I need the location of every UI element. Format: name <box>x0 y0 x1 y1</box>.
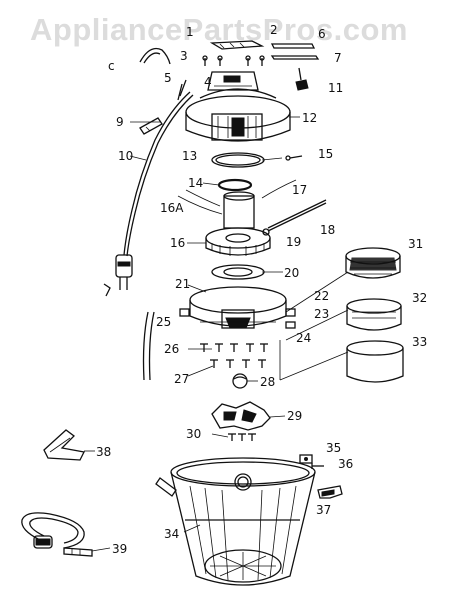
part-4-cap <box>207 71 259 91</box>
part-12-motor-housing <box>185 88 291 142</box>
part-39-hose <box>21 512 93 557</box>
part-29-float-cage <box>211 401 271 431</box>
part-13-ring <box>211 152 265 168</box>
part-10-power-cord <box>103 79 194 297</box>
part-26-27-screws <box>200 343 268 368</box>
part-6-strip <box>270 43 316 49</box>
part-36-screw <box>311 463 324 469</box>
callout-21: 21 <box>175 277 190 291</box>
callout-39: 39 <box>112 542 127 556</box>
callout-35: 35 <box>326 441 341 455</box>
part-14-ring <box>217 178 253 192</box>
callout-22: 22 <box>314 289 329 303</box>
callout-10: 10 <box>118 149 133 163</box>
callout-31: 31 <box>408 237 423 251</box>
callout-11: 11 <box>328 81 343 95</box>
callout-9: 9 <box>116 115 124 129</box>
part-37-clip <box>317 485 343 499</box>
callout-18: 18 <box>320 223 335 237</box>
part-35-plate <box>299 454 313 464</box>
part-30-screws <box>228 433 256 441</box>
part-32-filter-ring <box>346 298 402 331</box>
part-33-cartridge <box>346 340 404 383</box>
callout-15: 15 <box>318 147 333 161</box>
callout-16: 16 <box>170 236 185 250</box>
callout-23: 23 <box>314 307 329 321</box>
part-38-nozzle <box>43 429 85 461</box>
filter-leader-lines <box>279 271 349 381</box>
leader-lines <box>84 116 300 552</box>
callout-5: 5 <box>164 71 172 85</box>
callout-30: 30 <box>186 427 201 441</box>
callout-7: 7 <box>334 51 342 65</box>
callout-34: 34 <box>164 527 179 541</box>
callout-24: 24 <box>296 331 311 345</box>
callout-14: 14 <box>188 176 203 190</box>
part-9-strain-relief <box>139 117 163 135</box>
callout-20: 20 <box>284 266 299 280</box>
part-31-foam-filter <box>345 247 401 279</box>
callout-29: 29 <box>287 409 302 423</box>
callout-6: 6 <box>318 27 326 41</box>
part-20-gasket <box>211 264 265 280</box>
callout-27: 27 <box>174 372 189 386</box>
callout-32: 32 <box>412 291 427 305</box>
callout-4: 4 <box>204 75 212 89</box>
part-11-switch <box>295 67 309 91</box>
callout-13: 13 <box>182 149 197 163</box>
part-34-tank <box>155 457 316 586</box>
part-2-bracket <box>209 40 265 50</box>
part-16-fan-assembly <box>205 191 271 256</box>
callout-16a: 16A <box>160 201 184 215</box>
callout-33: 33 <box>412 335 427 349</box>
callout-labels: 1 2 6 7 c 3 4 5 11 9 12 10 13 15 14 17 1… <box>96 23 427 556</box>
callout-25: 25 <box>156 315 171 329</box>
callout-37: 37 <box>316 503 331 517</box>
part-7-strip <box>270 55 320 60</box>
callout-36: 36 <box>338 457 353 471</box>
callout-3: 3 <box>180 49 188 63</box>
part-16a-wires <box>177 179 297 215</box>
callout-17: 17 <box>292 183 307 197</box>
callout-38: 38 <box>96 445 111 459</box>
callout-19: 19 <box>286 235 301 249</box>
callout-1: 1 <box>186 25 194 39</box>
callout-26: 26 <box>164 342 179 356</box>
part-17-18-probe <box>267 199 327 232</box>
callout-2: 2 <box>270 23 278 37</box>
callout-12: 12 <box>302 111 317 125</box>
watermark: AppliancePartsPros.com <box>30 12 408 47</box>
part-28-float-ball <box>232 373 248 389</box>
part-1-clip <box>139 47 171 65</box>
callout-c: c <box>108 59 115 73</box>
part-25-hose-strip <box>142 311 155 381</box>
part-3-screws <box>202 55 265 66</box>
part-21-lid <box>189 286 287 329</box>
part-15-screw <box>285 155 303 161</box>
callout-28: 28 <box>260 375 275 389</box>
